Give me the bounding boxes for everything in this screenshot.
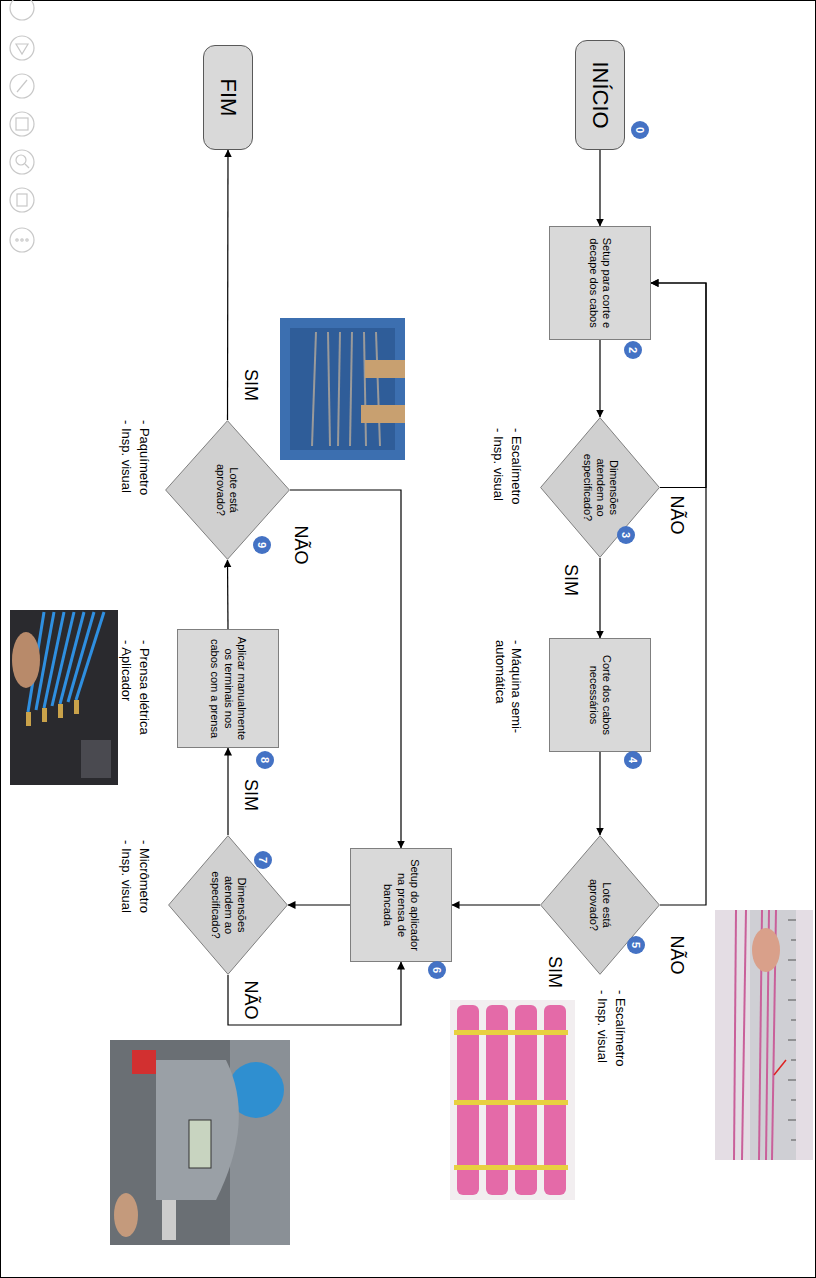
connector <box>651 283 706 488</box>
process-box: Aplicar manualmente os terminais nos cab… <box>177 629 279 748</box>
connector <box>599 558 600 638</box>
connector <box>290 490 401 848</box>
callout-number: 2 <box>624 341 642 359</box>
connector <box>288 904 350 905</box>
crimped-wires-photo <box>10 610 118 785</box>
callout-number: 3 <box>617 526 635 544</box>
inspection-photo <box>280 318 405 460</box>
tool-label: - Prensa elétrica <box>136 640 152 735</box>
connector <box>228 962 401 1025</box>
decision-diamond: Lote está aprovado? <box>165 420 290 560</box>
terminal-box: FIM <box>203 45 253 150</box>
tool-label: - Insp. visual <box>490 428 506 501</box>
node-text: Lote está aprovado? <box>587 863 613 947</box>
connector <box>599 752 600 835</box>
callout-number: 7 <box>254 851 272 869</box>
connector <box>651 283 706 905</box>
edge-label: SIM <box>240 777 260 813</box>
node-text: INÍCIO <box>588 61 612 128</box>
callout-number: 6 <box>428 961 446 979</box>
connector <box>227 748 228 835</box>
decision-diamond: Dimensões atendem ao especificado? <box>540 417 660 558</box>
tool-label: - Aplicador <box>118 640 134 701</box>
tool-label: - Escalímetro <box>612 990 628 1067</box>
callout-number: 5 <box>627 936 645 954</box>
node-text: Setup para corte e decape dos cabos <box>587 233 613 333</box>
tool-label: - Escalímetro <box>508 428 524 505</box>
edge-label: SIM <box>544 954 564 990</box>
callout-number: 4 <box>624 751 642 769</box>
process-box: Setup do aplicador na prensa de bancada <box>350 848 452 962</box>
connector <box>227 150 229 420</box>
callout-number: 0 <box>631 121 649 139</box>
connector <box>599 340 600 417</box>
edge-label: NÃO <box>666 933 686 976</box>
node-text: Dimensões atendem ao especificado? <box>580 445 620 530</box>
tool-label: - Máquina semi-automática <box>493 640 524 758</box>
edge-label: NÃO <box>290 523 310 566</box>
process-box: Setup para corte e decape dos cabos <box>549 226 651 340</box>
process-box: Corte dos cabos necessários <box>549 638 651 752</box>
edge-label: NÃO <box>240 978 260 1021</box>
terminal-box: INÍCIO <box>575 40 625 150</box>
edge-label: NÃO <box>666 493 686 536</box>
node-text: Aplicar manualmente os terminais nos cab… <box>208 636 248 741</box>
tool-label: - Micrômetro <box>136 840 152 913</box>
cable-bundles-photo <box>450 1000 575 1200</box>
connector <box>599 150 600 226</box>
edge-label: SIM <box>560 562 580 598</box>
tool-label: - Insp. visual <box>118 840 134 913</box>
tool-label: - Insp. visual <box>118 420 134 493</box>
callout-number: 9 <box>253 536 271 554</box>
connector <box>452 904 540 905</box>
micrometer-photo <box>110 1040 290 1245</box>
tool-label: - Insp. visual <box>594 990 610 1063</box>
node-text: FIM <box>216 79 240 117</box>
toolbar-icons <box>0 0 60 260</box>
node-text: Corte dos cabos necessários <box>587 645 613 745</box>
callout-number: 8 <box>256 751 274 769</box>
node-text: Lote está aprovado? <box>214 448 240 532</box>
ruler-photo <box>715 910 813 1160</box>
node-text: Dimensões atendem ao especificado? <box>208 863 248 947</box>
node-text: Setup do aplicador na prensa de bancada <box>381 855 421 955</box>
connector <box>227 560 229 629</box>
edge-label: SIM <box>240 367 260 403</box>
tool-label: - Paquímetro <box>136 420 152 495</box>
